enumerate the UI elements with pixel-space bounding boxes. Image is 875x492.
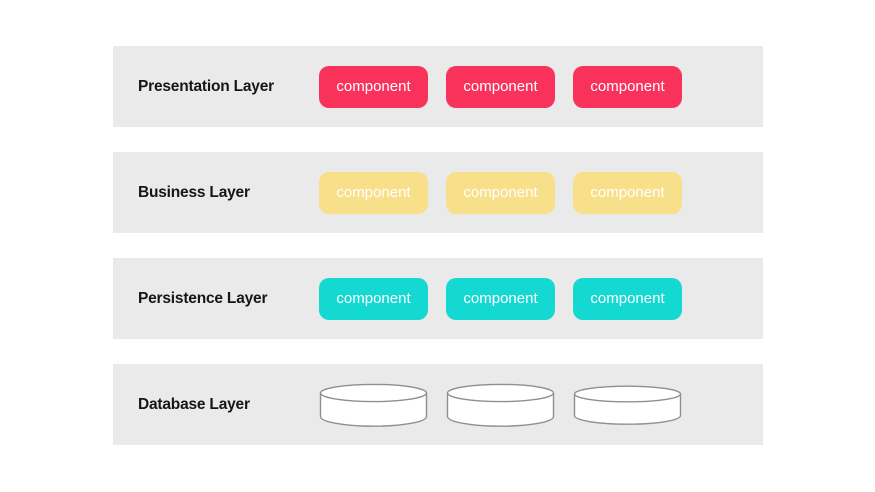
layer-label-presentation: Presentation Layer — [138, 77, 274, 95]
database-cylinder-icon — [319, 383, 428, 427]
database-cylinder-icon — [446, 383, 555, 427]
component-pill: component — [573, 171, 682, 214]
database-cylinder-icon — [573, 384, 682, 425]
component-pill: component — [573, 277, 682, 320]
layer-label-persistence: Persistence Layer — [138, 289, 268, 307]
component-row: component component component — [319, 277, 682, 320]
component-pill: component — [319, 171, 428, 214]
component-pill: component — [319, 277, 428, 320]
component-pill: component — [573, 65, 682, 108]
layer-band-database: Database Layer — [113, 364, 763, 445]
layer-band-presentation: Presentation Layer component component c… — [113, 46, 763, 127]
component-pill: component — [446, 65, 555, 108]
component-pill: component — [446, 171, 555, 214]
component-pill: component — [446, 277, 555, 320]
layer-band-persistence: Persistence Layer component component co… — [113, 258, 763, 339]
component-row: component component component — [319, 171, 682, 214]
database-row — [319, 383, 682, 427]
component-pill: component — [319, 65, 428, 108]
layer-label-business: Business Layer — [138, 183, 250, 201]
component-row: component component component — [319, 65, 682, 108]
layer-label-database: Database Layer — [138, 395, 250, 413]
layer-band-business: Business Layer component component compo… — [113, 152, 763, 233]
